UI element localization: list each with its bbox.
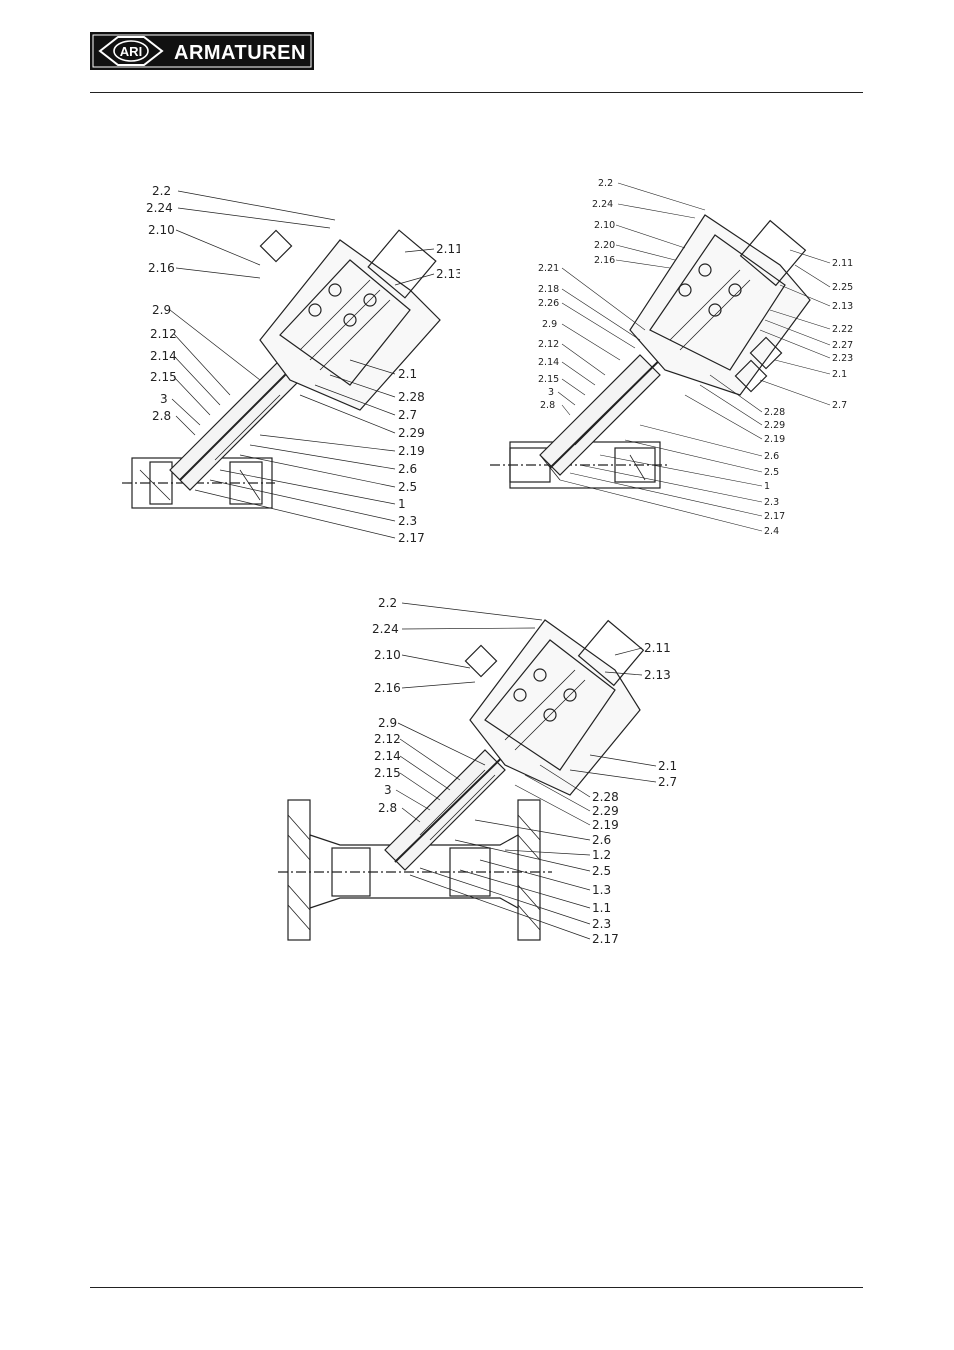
valve-drawing-2-svg: 2.2 2.24 2.10 2.20 2.16 2.21 2.18 2.26 2… (490, 178, 853, 537)
part-label: 1 (764, 481, 770, 492)
part-label: 2.9 (152, 303, 171, 317)
part-label: 2.1 (832, 369, 847, 380)
part-label: 2.29 (592, 804, 619, 818)
part-label: 1.2 (592, 848, 611, 862)
part-label: 2.9 (542, 319, 557, 330)
valve-drawing-1-svg: 2.2 2.24 2.10 2.16 2.9 2.12 2.14 2.15 3 … (122, 184, 460, 545)
part-label: 2.18 (538, 284, 559, 295)
part-label: 2.22 (832, 324, 853, 335)
part-label: 2.16 (374, 681, 401, 695)
part-label: 2.13 (644, 668, 671, 682)
part-label: 2.15 (538, 374, 559, 385)
part-label: 2.19 (592, 818, 619, 832)
footer-rule (90, 1287, 863, 1288)
part-label: 2.16 (148, 261, 175, 275)
part-label: 2.19 (764, 434, 785, 445)
part-label: 2.10 (594, 220, 615, 231)
part-label: 2.7 (832, 400, 847, 411)
part-label: 2.17 (592, 932, 619, 946)
valve-drawing-threaded: 2.2 2.24 2.10 2.16 2.9 2.12 2.14 2.15 3 … (110, 170, 460, 550)
part-label: 2.20 (594, 240, 615, 251)
part-label: 1.1 (592, 901, 611, 915)
part-label: 1 (398, 497, 406, 511)
part-label: 2.12 (538, 339, 559, 350)
part-label: 2.1 (658, 759, 677, 773)
valve-drawing-weld-end: 2.2 2.24 2.10 2.20 2.16 2.21 2.18 2.26 2… (480, 170, 860, 550)
part-label: 2.7 (398, 408, 417, 422)
part-label: 2.29 (764, 420, 785, 431)
part-label: 2.26 (538, 298, 559, 309)
part-label: 2.2 (152, 184, 171, 198)
part-label: 2.11 (436, 242, 460, 256)
part-label: 2.17 (764, 511, 785, 522)
part-label: 2.3 (398, 514, 417, 528)
part-label: 3 (548, 387, 554, 398)
logo-emblem: ARI (98, 36, 164, 66)
part-label: 2.9 (378, 716, 397, 730)
part-label: 2.5 (764, 467, 779, 478)
part-label: 2.28 (764, 407, 785, 418)
part-label: 2.13 (832, 301, 853, 312)
part-label: 2.8 (152, 409, 171, 423)
part-label: 2.28 (398, 390, 425, 404)
part-label: 2.6 (592, 833, 611, 847)
part-label: 2.12 (374, 732, 401, 746)
part-label: 2.13 (436, 267, 460, 281)
part-label: 2.5 (398, 480, 417, 494)
part-label: 2.6 (764, 451, 779, 462)
part-label: 2.14 (374, 749, 401, 763)
part-label: 2.2 (378, 596, 397, 610)
part-label: 2.27 (832, 340, 853, 351)
part-label: 2.24 (372, 622, 399, 636)
part-label: 2.1 (398, 367, 417, 381)
part-label: 2.24 (592, 199, 613, 210)
part-label: 3 (160, 392, 168, 406)
valve-drawing-flanged: 2.2 2.24 2.10 2.16 2.9 2.12 2.14 2.15 3 … (270, 590, 690, 950)
part-label: 2.17 (398, 531, 425, 545)
part-label: 2.25 (832, 282, 853, 293)
part-label: 2.21 (538, 263, 559, 274)
part-label: 2.8 (540, 400, 555, 411)
part-label: 2.28 (592, 790, 619, 804)
part-label: 2.19 (398, 444, 425, 458)
part-label: 2.16 (594, 255, 615, 266)
header-rule (90, 92, 863, 93)
part-label: 2.12 (150, 327, 177, 341)
ari-armaturen-logo: ARI ARMATUREN (90, 32, 314, 70)
logo-wordmark: ARMATUREN (174, 42, 306, 64)
part-label: 2.7 (658, 775, 677, 789)
part-label: 2.10 (374, 648, 401, 662)
part-label: 2.3 (592, 917, 611, 931)
logo-mark-text: ARI (120, 44, 142, 59)
part-label: 2.11 (832, 258, 853, 269)
part-label: 3 (384, 783, 392, 797)
part-label: 2.11 (644, 641, 671, 655)
part-label: 2.6 (398, 462, 417, 476)
part-label: 2.15 (374, 766, 401, 780)
part-label: 2.23 (832, 353, 853, 364)
part-label: 2.29 (398, 426, 425, 440)
part-label: 2.8 (378, 801, 397, 815)
part-label: 2.24 (146, 201, 173, 215)
part-label: 2.15 (150, 370, 177, 384)
part-label: 2.10 (148, 223, 175, 237)
part-label: 1.3 (592, 883, 611, 897)
part-label: 2.4 (764, 526, 779, 537)
part-label: 2.5 (592, 864, 611, 878)
valve-drawing-3-svg: 2.2 2.24 2.10 2.16 2.9 2.12 2.14 2.15 3 … (278, 596, 677, 946)
part-label: 2.3 (764, 497, 779, 508)
part-label: 2.14 (538, 357, 559, 368)
part-label: 2.14 (150, 349, 177, 363)
part-label: 2.2 (598, 178, 613, 189)
